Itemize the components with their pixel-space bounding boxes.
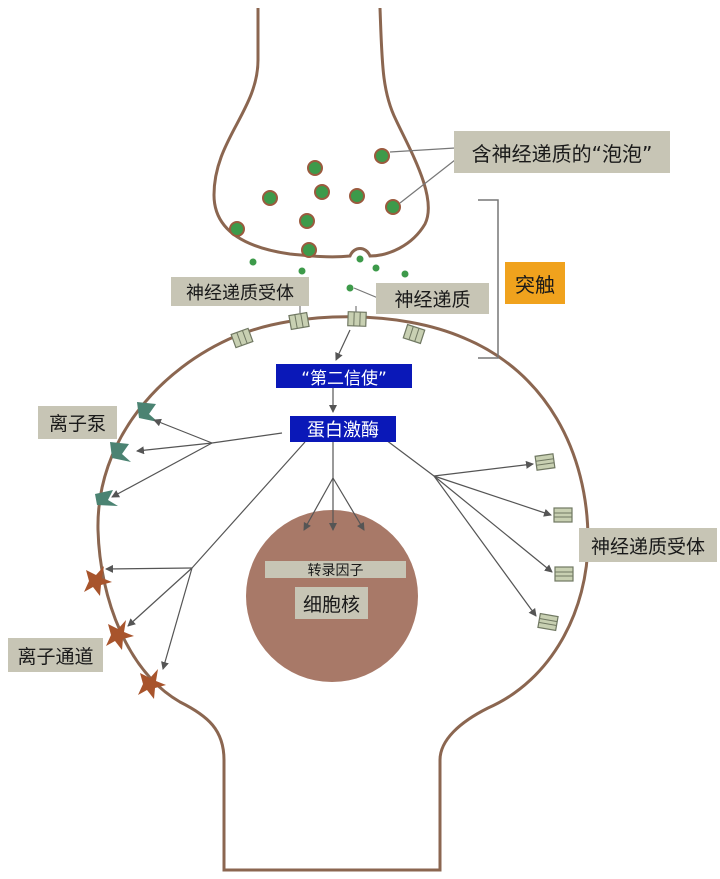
vesicle-icon (262, 190, 278, 206)
synapse-label: 突触 (505, 262, 565, 304)
arrow (136, 442, 213, 455)
receptor-icon (537, 612, 559, 632)
leader-line (353, 287, 379, 299)
leader-line (389, 147, 456, 153)
receptor-icon (402, 323, 426, 345)
ion-pump-icon (95, 490, 118, 506)
second-messenger-label: “第二信使” (276, 364, 412, 389)
vesicle-icon (301, 242, 317, 258)
arrow (105, 564, 193, 573)
arrow (111, 442, 213, 498)
receptor-group-right (534, 453, 574, 632)
neurotransmitter-dot (249, 258, 257, 266)
arrow (385, 439, 435, 477)
vesicle-icon (385, 199, 401, 215)
transcription-factor-label: 转录因子 (265, 561, 406, 579)
neurotransmitter-dots (249, 255, 409, 292)
arrow (303, 477, 334, 531)
leader-line (399, 159, 456, 204)
arrow (433, 475, 537, 617)
synapse-bracket (478, 199, 499, 359)
signal-arrows (105, 329, 553, 670)
ion-pump-icon (137, 402, 158, 422)
vesicle-icon (314, 184, 330, 200)
arrow (332, 477, 365, 531)
ion-channel-group (84, 566, 166, 699)
leader-lines (299, 147, 456, 313)
arrow (433, 475, 553, 573)
receptor-icon (347, 311, 367, 327)
neurotransmitter-label: 神经递质 (376, 283, 489, 314)
ion-pump-icon (110, 442, 131, 462)
ion-channel-icon (106, 620, 134, 650)
neurotransmitter-dot (372, 264, 380, 272)
ion-pump-group (95, 402, 158, 506)
arrow (191, 441, 306, 569)
receptor-label-top: 神经递质受体 (171, 277, 309, 306)
vesicle-group (229, 148, 401, 258)
vesicle-icon (229, 221, 245, 237)
receptor-label-right: 神经递质受体 (579, 528, 717, 562)
vesicle-icon (299, 213, 315, 229)
vesicle-icon (374, 148, 390, 164)
arrow (161, 567, 193, 670)
ion-channel-icon (84, 566, 112, 596)
presynaptic-terminal (212, 7, 430, 259)
vesicle-icon (307, 160, 323, 176)
vesicles-label: 含神经递质的“泡泡” (454, 131, 670, 173)
arrow (211, 432, 283, 444)
receptor-icon (553, 507, 573, 523)
neurotransmitter-dot (356, 255, 364, 263)
receptor-icon (288, 311, 310, 331)
arrow (433, 475, 552, 517)
protein-kinase-label: 蛋白激酶 (290, 416, 396, 442)
receptor-group-top (230, 311, 426, 349)
ion-pump-label: 离子泵 (38, 406, 117, 439)
neurotransmitter-dot (346, 284, 354, 292)
receptor-icon (554, 566, 574, 582)
receptor-icon (534, 453, 556, 471)
arrow (335, 329, 351, 361)
receptor-icon (230, 327, 254, 349)
arrow (433, 460, 534, 477)
arrow (153, 418, 213, 444)
ion-channel-icon (138, 669, 166, 699)
nucleus-label: 细胞核 (295, 587, 368, 619)
neurotransmitter-dot (298, 267, 306, 275)
ion-channel-label: 离子通道 (8, 638, 103, 672)
arrow (127, 567, 193, 627)
neurotransmitter-dot (401, 270, 409, 278)
vesicle-icon (349, 188, 365, 204)
